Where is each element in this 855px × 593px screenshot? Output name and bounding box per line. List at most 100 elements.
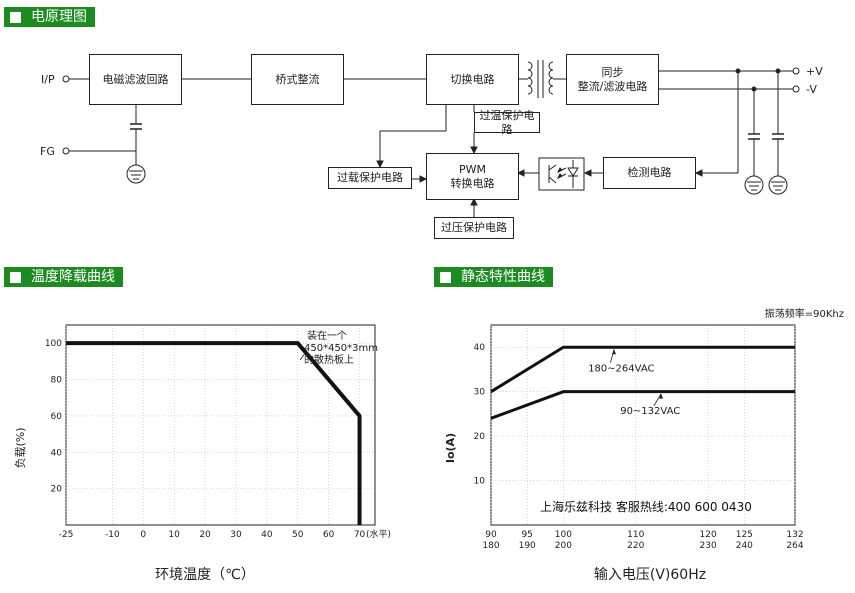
- derating-x-tick-label: 0: [140, 530, 146, 540]
- derating-x-tick-label: -25: [59, 530, 74, 540]
- emi-filter-label: 电磁滤波回路: [102, 72, 169, 86]
- static-x-tick-label-top: 110: [627, 530, 644, 540]
- static-x-axis-label: 输入电压(V)60Hz: [594, 567, 706, 583]
- derating-series-line: [66, 341, 362, 525]
- derating-x-tick-label: 70: [354, 530, 366, 540]
- pos-terminal: [792, 67, 800, 75]
- olp-label: 过载保护电路: [337, 171, 403, 184]
- static-section-title: 静态特性曲线: [461, 269, 545, 285]
- static-x-tick-label-bottom: 220: [627, 541, 644, 551]
- derating-section-header: 温度降载曲线: [4, 267, 123, 287]
- static-series-pointer-head: [659, 393, 664, 399]
- otp-label: 过温保护电路: [479, 108, 535, 136]
- static-x-tick-label-bottom: 264: [786, 541, 803, 551]
- static-x-tick-label-bottom: 230: [700, 541, 717, 551]
- static-series-line: [490, 390, 795, 420]
- ip-terminal: [62, 75, 70, 83]
- optocoupler-icon: [538, 157, 585, 191]
- static-plot-frame: [490, 324, 796, 526]
- derating-x-tick-label: 40: [261, 530, 273, 540]
- derating-y-tick-label: 40: [51, 448, 63, 458]
- transformer-icon: [527, 60, 554, 98]
- ovp-label: 过压保护电路: [441, 221, 507, 234]
- schematic-wiring: [62, 60, 800, 217]
- switching-circuit-block: 切换电路: [426, 54, 519, 105]
- static-x-tick-label-top: 125: [736, 530, 753, 540]
- heatsink-note-line2: 450*450*3mm: [304, 343, 378, 354]
- static-series-label: 180~264VAC: [588, 364, 654, 375]
- schematic-section-header: 电原理图: [4, 7, 95, 27]
- detection-circuit-label: 检测电路: [627, 166, 672, 179]
- derating-x-tick-label: 10: [168, 530, 180, 540]
- static-curves: 180~264VAC 90~132VAC: [490, 345, 795, 420]
- ip-label: I/P: [41, 73, 55, 86]
- sync-rectifier-label-line1: 同步: [601, 65, 624, 79]
- static-y-ticks: 10 20 30 40: [474, 343, 486, 486]
- static-series-pointer: [653, 393, 662, 407]
- static-section-header: 静态特性曲线: [434, 267, 553, 287]
- derating-y-ticks: 20 40 60 80 100: [45, 339, 62, 494]
- static-series-pointer-head: [612, 349, 617, 355]
- static-x-tick-label-top: 100: [555, 530, 572, 540]
- derating-y-tick-label: 20: [51, 485, 63, 495]
- static-x-tick-label-bottom: 200: [555, 541, 572, 551]
- static-x-tick-label-bottom: 190: [519, 541, 536, 551]
- header-bullet-icon: [10, 11, 21, 23]
- derating-curve: [66, 341, 362, 525]
- heatsink-note-line3: 的散热板上: [304, 353, 354, 366]
- static-y-tick-label: 40: [474, 343, 486, 353]
- heatsink-note-pointer: [299, 351, 307, 361]
- derating-y-tick-label: 100: [45, 339, 62, 349]
- pwm-label-line2: 转换电路: [450, 176, 495, 190]
- switching-circuit-label: 切换电路: [450, 72, 495, 86]
- static-x-tick-label-top: 120: [700, 530, 717, 540]
- static-x-tick-label-top: 95: [521, 530, 532, 540]
- sync-rectifier-label-line2: 整流/滤波电路: [577, 79, 648, 93]
- olp-block: 过载保护电路: [328, 167, 412, 189]
- neg-terminal: [792, 85, 800, 93]
- pwm-converter-block: PWM 转换电路: [426, 153, 519, 200]
- derating-x-axis-label: 环境温度（℃）: [155, 567, 255, 583]
- oscillation-frequency-note: 振荡频率=90Khz: [765, 307, 844, 320]
- watermark-text: 上海乐兹科技 客服热线:400 600 0430: [540, 499, 752, 514]
- bridge-rectifier-block: 桥式整流: [251, 54, 344, 105]
- output-ground-icon: [744, 175, 764, 195]
- fg-ground-icon: [126, 164, 146, 184]
- heatsink-note-line1: 装在一个: [307, 329, 347, 342]
- static-y-tick-label: 20: [474, 432, 486, 442]
- output-ground-icon: [768, 175, 788, 195]
- derating-x-tick-label: 30: [230, 530, 242, 540]
- static-series-label: 90~132VAC: [620, 406, 680, 417]
- static-y-tick-label: 30: [474, 388, 486, 398]
- static-x-tick-label-top: 90: [485, 530, 497, 540]
- derating-x-suffix: (水平): [366, 528, 391, 540]
- static-x-tick-label-top: 132: [786, 530, 803, 540]
- static-series-line: [490, 345, 795, 393]
- static-x-tick-label-bottom: 240: [736, 541, 753, 551]
- neg-output-label: -V: [806, 83, 817, 96]
- pwm-label-line1: PWM: [458, 162, 486, 176]
- derating-x-tick-label: 20: [199, 530, 211, 540]
- heatsink-note: 装在一个 450*450*3mm 的散热板上: [304, 329, 378, 366]
- detection-circuit-block: 检测电路: [603, 157, 696, 189]
- fg-terminal: [62, 147, 70, 155]
- derating-section-title: 温度降载曲线: [31, 269, 115, 285]
- header-bullet-icon: [440, 271, 451, 283]
- static-y-axis-label: Io(A): [444, 433, 457, 463]
- derating-x-tick-label: 60: [323, 530, 335, 540]
- static-y-tick-label: 10: [474, 477, 486, 487]
- bridge-rectifier-label: 桥式整流: [275, 72, 320, 86]
- derating-y-tick-label: 60: [51, 412, 63, 422]
- derating-x-tick-label: -10: [105, 530, 120, 540]
- static-gridlines: [490, 325, 796, 525]
- derating-y-axis-label: 负载(%): [13, 427, 27, 468]
- derating-y-tick-label: 80: [51, 376, 63, 386]
- emi-filter-block: 电磁滤波回路: [89, 54, 182, 105]
- ovp-block: 过压保护电路: [434, 217, 514, 239]
- sync-rectifier-block: 同步 整流/滤波电路: [566, 54, 659, 105]
- schematic-section-title: 电原理图: [31, 9, 87, 25]
